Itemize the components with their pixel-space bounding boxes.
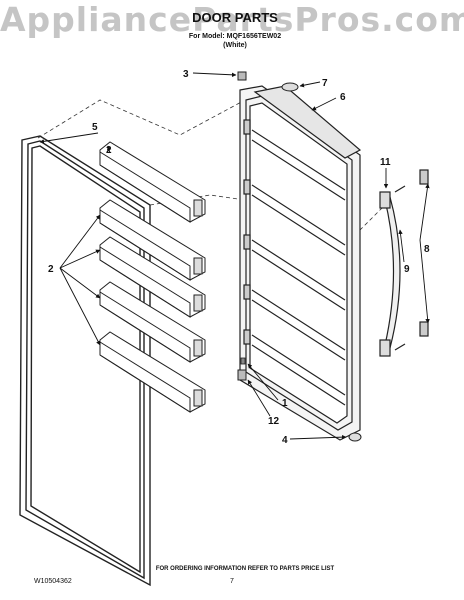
callout-handle-end-cap: 8 bbox=[424, 244, 430, 255]
callout-door-screw: 3 bbox=[183, 69, 189, 80]
door-bin bbox=[99, 331, 206, 413]
callout-bottom-hinge: 1 bbox=[282, 398, 288, 409]
color-line: (White) bbox=[223, 42, 247, 49]
page-title: DOOR PARTS bbox=[192, 10, 278, 25]
callout-hinge-pin: 12 bbox=[268, 416, 280, 427]
hinge-pin bbox=[237, 369, 247, 381]
bottom-hinge bbox=[240, 357, 246, 365]
door-gasket bbox=[19, 135, 151, 587]
door-stop bbox=[348, 432, 362, 442]
callout-hinge-cap: 7 bbox=[322, 78, 328, 89]
hinge-cap bbox=[281, 82, 299, 92]
door-assembly bbox=[239, 85, 362, 441]
door-bin bbox=[99, 199, 206, 281]
callout-handle: 9 bbox=[404, 264, 410, 275]
callout-handle-screw: 11 bbox=[380, 157, 391, 168]
callout-door-bins: 2 bbox=[48, 264, 54, 275]
callout-door-assembly: 6 bbox=[340, 92, 346, 103]
ordering-notice: FOR ORDERING INFORMATION REFER TO PARTS … bbox=[155, 566, 335, 572]
handle-screw-bottom bbox=[419, 321, 429, 337]
callout-gasket: 5 bbox=[92, 122, 98, 133]
door-bin bbox=[99, 281, 206, 363]
callout-door-bin-top: 2 bbox=[106, 145, 112, 156]
handle-screw-top bbox=[419, 169, 429, 185]
door-bin bbox=[99, 141, 206, 223]
handle-end-cap-top bbox=[379, 191, 391, 209]
callout-door-stop: 4 bbox=[282, 435, 288, 446]
door-bin bbox=[99, 236, 206, 318]
page-number: 7 bbox=[230, 578, 234, 585]
door-screw bbox=[237, 71, 247, 81]
part-number: W10504362 bbox=[34, 578, 72, 585]
door-bins bbox=[99, 141, 206, 413]
model-info: For Model: MQF1656TEW02 (White) bbox=[150, 32, 320, 50]
leader-lines bbox=[39, 72, 430, 440]
handle-end-cap-bottom bbox=[379, 339, 391, 357]
watermark: AppliancePartsPros.com bbox=[0, 0, 464, 39]
model-line: For Model: MQF1656TEW02 bbox=[188, 33, 282, 40]
door-handle bbox=[379, 169, 429, 357]
